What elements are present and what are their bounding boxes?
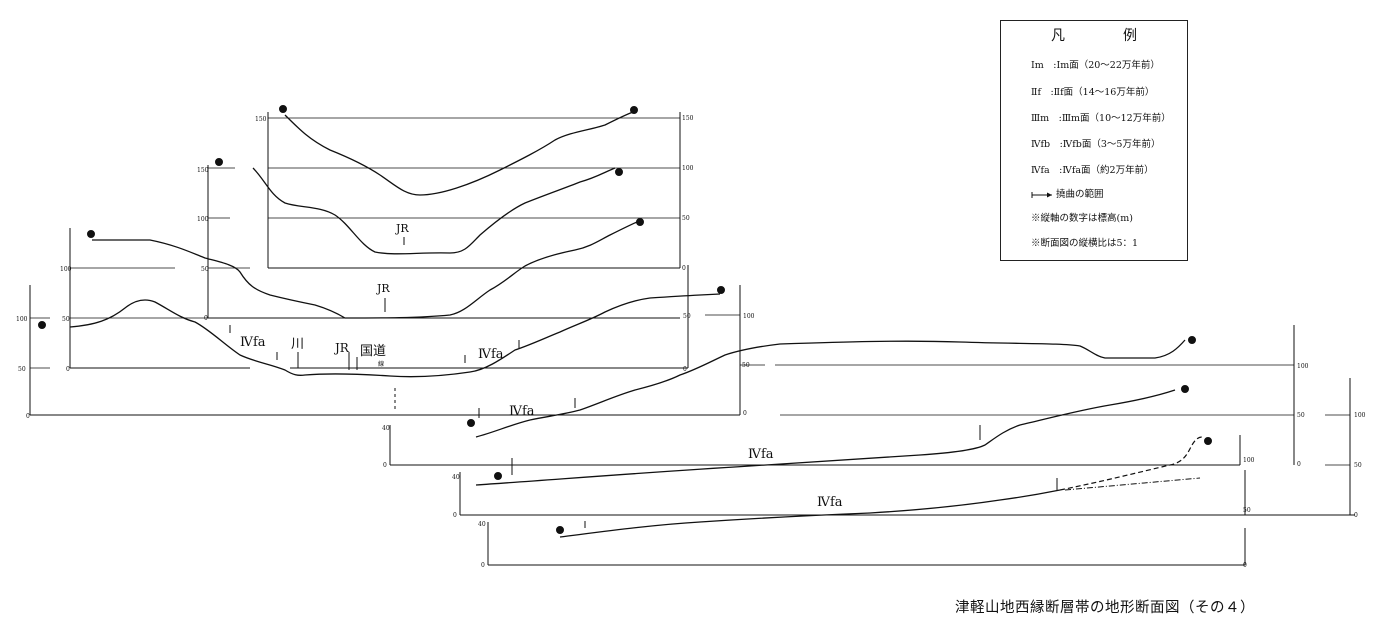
tick-label: 150 bbox=[255, 116, 267, 123]
tick-label: 40 bbox=[478, 521, 486, 528]
legend-item: Ⅰm :Ⅰm面（20～22万年前） bbox=[1031, 60, 1160, 71]
terrain-line bbox=[284, 111, 634, 196]
profile-number-marker bbox=[279, 105, 287, 113]
route-label: 線 bbox=[378, 360, 384, 368]
road-label: 国道 bbox=[360, 344, 386, 359]
profile-number-marker bbox=[615, 168, 623, 176]
tick-label: 50 bbox=[1243, 507, 1251, 514]
tick-label: 100 bbox=[197, 216, 209, 223]
profile-4-labels: JR 100 50 0 50 0 bbox=[60, 266, 691, 373]
legend-item: Ⅳfb :Ⅳfb面（3～5万年前） bbox=[1031, 139, 1161, 150]
jr-label: JR bbox=[333, 341, 350, 355]
profile-number-marker bbox=[1181, 385, 1189, 393]
terrain-line bbox=[475, 339, 1186, 438]
tick-label: 100 bbox=[16, 316, 28, 323]
profile-3-labels: Ⅳfa 川 JR 国道 線 Ⅳfa 100 50 0 100 50 0 bbox=[16, 313, 755, 420]
flexure-range-icon bbox=[1031, 191, 1052, 198]
profile-number-marker bbox=[467, 419, 475, 427]
profile-4 bbox=[69, 218, 689, 369]
terrain-line-dashdot bbox=[1064, 477, 1201, 491]
tick-label: 150 bbox=[682, 115, 694, 122]
legend-item-label: 撓曲の範囲 bbox=[1056, 189, 1104, 200]
tick-label: 50 bbox=[62, 316, 70, 323]
terrain-line bbox=[559, 489, 1061, 538]
tick-label: 150 bbox=[197, 167, 209, 174]
profile-5 bbox=[207, 158, 680, 319]
tick-label: 40 bbox=[382, 425, 390, 432]
profile-1-labels: Ⅳfa 40 0 100 100 50 bbox=[382, 412, 1366, 469]
ivfa-label: Ⅳfa bbox=[509, 404, 535, 419]
tick-label: 100 bbox=[1243, 457, 1255, 464]
profile-6 bbox=[267, 105, 681, 269]
tick-label: 0 bbox=[66, 366, 70, 373]
profile-lower-labels: Ⅳfa 40 0 50 0 bbox=[452, 474, 1358, 519]
terrain-line bbox=[252, 167, 616, 255]
ivfa-label: Ⅳfa bbox=[240, 335, 266, 350]
tick-label: 100 bbox=[1354, 412, 1366, 419]
tick-label: 0 bbox=[1354, 512, 1358, 519]
profile-2-labels: Ⅳfa 100 50 0 bbox=[509, 363, 1309, 468]
legend-note: ※断面図の縦横比は5：1 bbox=[1031, 238, 1139, 249]
legend-title: 凡 例 bbox=[1051, 28, 1159, 44]
profile-number-marker bbox=[215, 158, 223, 166]
tick-label: 0 bbox=[453, 512, 457, 519]
tick-label: 50 bbox=[1354, 462, 1362, 469]
profile-number-marker bbox=[1188, 336, 1196, 344]
tick-label: 0 bbox=[682, 265, 686, 272]
tick-label: 0 bbox=[1297, 461, 1301, 468]
figure-caption: 津軽山地西縁断層帯の地形断面図（その４） bbox=[955, 600, 1255, 616]
river-label: 川 bbox=[291, 337, 304, 352]
tick-label: 0 bbox=[481, 562, 485, 569]
profile-1 bbox=[389, 378, 1351, 515]
profile-number-marker bbox=[1204, 437, 1212, 445]
profile-bottom bbox=[487, 514, 1246, 566]
legend-item: Ⅳfa :Ⅳfa面（約2万年前） bbox=[1031, 165, 1154, 176]
legend-note: ※縦軸の数字は標高(m) bbox=[1031, 213, 1133, 224]
terrain-line bbox=[475, 389, 1176, 486]
profile-number-marker bbox=[636, 218, 644, 226]
tick-label: 50 bbox=[682, 215, 690, 222]
tick-label: 0 bbox=[683, 366, 687, 373]
tick-label: 100 bbox=[60, 266, 72, 273]
legend-item: Ⅱf :Ⅱf面（14～16万年前） bbox=[1031, 87, 1155, 98]
ivfa-label: Ⅳfa bbox=[478, 347, 504, 362]
tick-label: 0 bbox=[743, 410, 747, 417]
profile-lower bbox=[459, 436, 1355, 538]
tick-label: 0 bbox=[383, 462, 387, 469]
legend-item: Ⅲm :Ⅲm面（10～12万年前） bbox=[1031, 113, 1171, 124]
terrain-line bbox=[92, 221, 638, 319]
tick-label: 50 bbox=[1297, 412, 1305, 419]
profile-number-marker bbox=[630, 106, 638, 114]
legend-item-flexure: 撓曲の範囲 bbox=[1031, 186, 1104, 200]
tick-label: 50 bbox=[18, 366, 26, 373]
profile-6-ticks: 150 100 150 50 0 bbox=[255, 115, 694, 272]
profile-number-marker bbox=[38, 321, 46, 329]
profile-5-labels: JR 150 100 50 0 bbox=[197, 167, 409, 322]
ivfa-label: Ⅳfa bbox=[748, 447, 774, 462]
profile-number-marker bbox=[87, 230, 95, 238]
profile-bottom-labels: 40 0 0 bbox=[478, 521, 1247, 569]
tick-label: 0 bbox=[1243, 562, 1247, 569]
profile-number-marker bbox=[494, 472, 502, 480]
terrain-line bbox=[69, 293, 721, 378]
tick-label: 50 bbox=[201, 266, 209, 273]
tick-label: 50 bbox=[742, 362, 750, 369]
ivfa-label: Ⅳfa bbox=[817, 495, 843, 510]
profile-number-marker bbox=[717, 286, 725, 294]
tick-label: 0 bbox=[26, 413, 30, 420]
tick-label: 100 bbox=[1297, 363, 1309, 370]
tick-label: 40 bbox=[452, 474, 460, 481]
jr-label: JR bbox=[395, 222, 409, 235]
terrain-line-dashed bbox=[1059, 436, 1203, 491]
tick-label: 100 bbox=[743, 313, 755, 320]
profile-2 bbox=[467, 325, 1295, 465]
tick-label: 50 bbox=[683, 313, 691, 320]
legend-box: 凡 例 Ⅰm :Ⅰm面（20～22万年前） Ⅱf :Ⅱf面（14～16万年前） … bbox=[1000, 20, 1188, 261]
tick-label: 100 bbox=[682, 165, 694, 172]
jr-label: JR bbox=[376, 282, 390, 295]
profile-number-marker bbox=[556, 526, 564, 534]
profile-3 bbox=[29, 285, 741, 416]
tick-label: 0 bbox=[204, 315, 208, 322]
